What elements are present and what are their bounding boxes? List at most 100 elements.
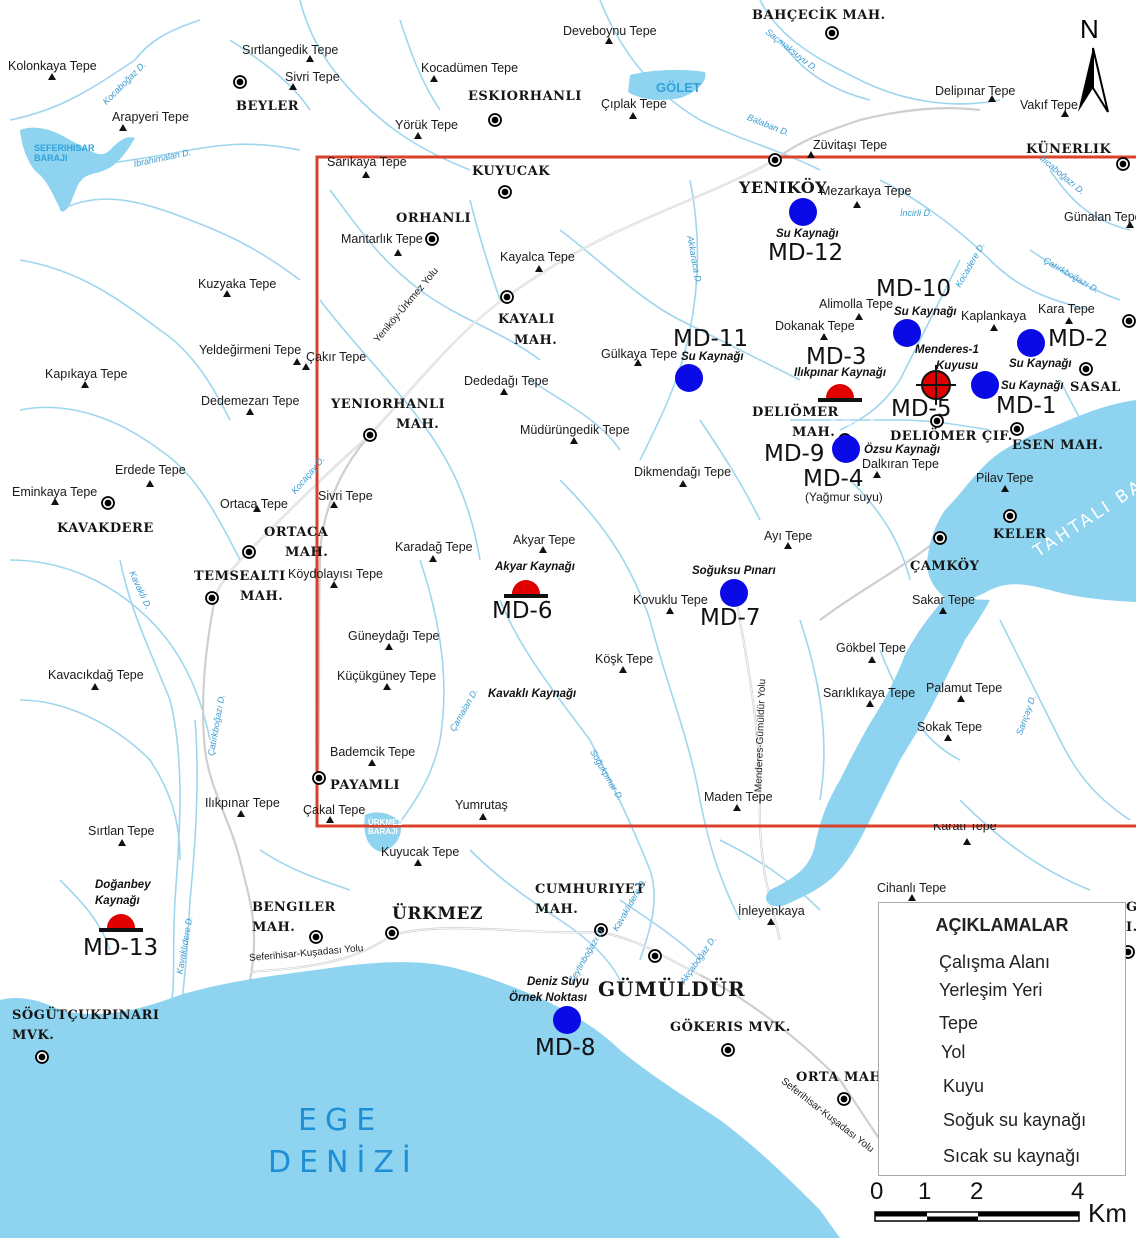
hill-label: Sivri Tepe [318, 489, 373, 503]
cold-spring-md12 [789, 198, 817, 226]
place-label: ÜRKMEZ [392, 904, 483, 924]
legend-label: Yerleşim Yeri [939, 980, 1043, 1000]
spring-name-md8: Deniz Suyu [527, 976, 589, 988]
spring-code-md10: MD-10 [876, 276, 952, 302]
place-label: BENGILER [252, 900, 336, 915]
hill-label: Delipınar Tepe [935, 84, 1016, 98]
legend-item-cold-spring: Soğuk su kaynağı [879, 1107, 1125, 1135]
hill-label: Ayı Tepe [764, 529, 813, 543]
spring-code-md8: MD-8 [535, 1035, 596, 1061]
place-label: ESKIORHANLI [468, 89, 582, 104]
hill-label: Yeldeğirmeni Tepe [199, 343, 302, 357]
seferihisar-lake [20, 127, 135, 212]
spring-code-md3: MD-3 [806, 344, 867, 370]
hill-label: Müdürüngedik Tepe [520, 423, 630, 437]
place-label: MAH. [285, 545, 329, 560]
river-network [9, 0, 1131, 1041]
hill-label: Cihanlı Tepe [877, 881, 947, 895]
spring-name-md3: Ilıkpınar Kaynağı [794, 367, 887, 379]
place-label: DELIÖMER ÇIF. [890, 429, 1013, 444]
hill-markers [48, 37, 1134, 925]
well-type-md5: Kuyusu [936, 360, 979, 372]
place-label: YENIORHANLI [331, 397, 446, 412]
scale-tick-0: 0 [870, 1178, 884, 1205]
river-label: Deliömer D. [830, 418, 878, 428]
spring-code-md13: MD-13 [83, 935, 159, 961]
cold-spring-md2 [1017, 329, 1045, 357]
hill-label: Dedemezarı Tepe [201, 394, 300, 408]
hill-label: Alimolla Tepe [819, 297, 894, 311]
legend-item-settlement: Yerleşim Yeri [879, 977, 1125, 1005]
scale-tick-2: 2 [970, 1178, 984, 1205]
hill-label: Ilıkpınar Tepe [205, 796, 280, 810]
place-label: ORHANLI [396, 211, 472, 226]
hill-label: Sokak Tepe [917, 720, 983, 734]
legend-item-hill: Tepe [879, 1010, 1125, 1038]
north-arrow-graphic [1078, 47, 1109, 113]
spring-name-md12: Su Kaynağı [776, 228, 839, 240]
place-label: KUYUCAK [472, 164, 551, 179]
place-label: MVK. [12, 1028, 55, 1043]
place-label: MAH. [252, 920, 296, 935]
legend-title: AÇIKLAMALAR [935, 915, 1069, 935]
legend-item-road: Yol [879, 1039, 1125, 1067]
hill-label: Yörük Tepe [395, 118, 459, 132]
spring-name-md6: Akyar Kaynağı [495, 561, 575, 573]
hill-label: Kapıkaya Tepe [45, 367, 128, 381]
hill-label: Sarıklıkaya Tepe [823, 686, 916, 700]
sea-label-line2: DENİZİ [268, 1145, 419, 1180]
legend-label: Tepe [939, 1013, 979, 1033]
spring-name-md7: Soğuksu Pınarı [692, 565, 776, 577]
place-label: MAH. [514, 333, 558, 348]
hill-label: Sakar Tepe [912, 593, 976, 607]
hill-label: Dededağı Tepe [464, 374, 549, 388]
scale-tick-1: 1 [918, 1178, 932, 1205]
spring-code-md6: MD-6 [492, 598, 553, 624]
hill-label: Mezarkaya Tepe [820, 184, 912, 198]
hill-label: Kayalca Tepe [500, 250, 575, 264]
legend-label: Sıcak su kaynağı [943, 1146, 1081, 1166]
place-label: MAH. [792, 425, 836, 440]
hill-label: Karadağ Tepe [395, 540, 473, 554]
hill-label: Köşk Tepe [595, 652, 654, 666]
water-label-seferihisar: SEFERIHISAR BARAJI [34, 143, 95, 163]
cold-spring-md8 [553, 1006, 581, 1034]
study-area-boundary [315, 155, 1136, 828]
hill-label: Bademcik Tepe [330, 745, 416, 759]
place-label: G [1126, 900, 1136, 915]
hill-label: Maden Tepe [704, 790, 773, 804]
hill-label: Kara Tepe [1038, 302, 1095, 316]
cold-spring-md10 [893, 319, 921, 347]
place-label: DELIÖMER [752, 405, 839, 420]
hill-label: Vakıf Tepe [1020, 98, 1078, 112]
hill-label: Ortaca Tepe [220, 497, 288, 511]
hill-label: Çıplak Tepe [601, 97, 667, 111]
spring-note-md4: (Yağmur suyu) [805, 490, 883, 504]
hill-label: Kovuklu Tepe [633, 593, 708, 607]
hill-label: Günalan Tepe [1064, 210, 1136, 224]
hill-label: Kolonkaya Tepe [8, 59, 97, 73]
hill-label: Kocadümen Tepe [421, 61, 519, 75]
spring-name-md4: Özsu Kaynağı [864, 444, 941, 456]
cold-spring-md7 [720, 579, 748, 607]
settlement-markers [35, 26, 1136, 1106]
hill-label: Sarıkaya Tepe [327, 155, 407, 169]
place-label: KELER [993, 527, 1047, 542]
place-label: ÇAMKÖY [910, 559, 980, 574]
spring-name-md1: Su Kaynağı [1001, 380, 1064, 392]
sea-label-line1: EGE [298, 1103, 384, 1138]
scale-bar-graphic [874, 1211, 1080, 1222]
place-label: CUMHURIYET [535, 882, 646, 897]
aegean-sea [0, 962, 840, 1238]
well-name-md5: Menderes-1 [915, 344, 979, 356]
hill-label: Çakır Tepe [306, 350, 367, 364]
place-label: ORTACA [264, 525, 329, 540]
hill-label: Dokanak Tepe [775, 319, 855, 333]
spring-name-md11: Su Kaynağı [681, 351, 744, 363]
spring-name-md10: Su Kaynağı [894, 306, 957, 318]
hill-label: Sırtlan Tepe [88, 824, 155, 838]
hot-spring-md6 [504, 580, 548, 598]
place-label: MAH. [396, 417, 440, 432]
place-label: ESEN MAH. [1012, 438, 1104, 453]
